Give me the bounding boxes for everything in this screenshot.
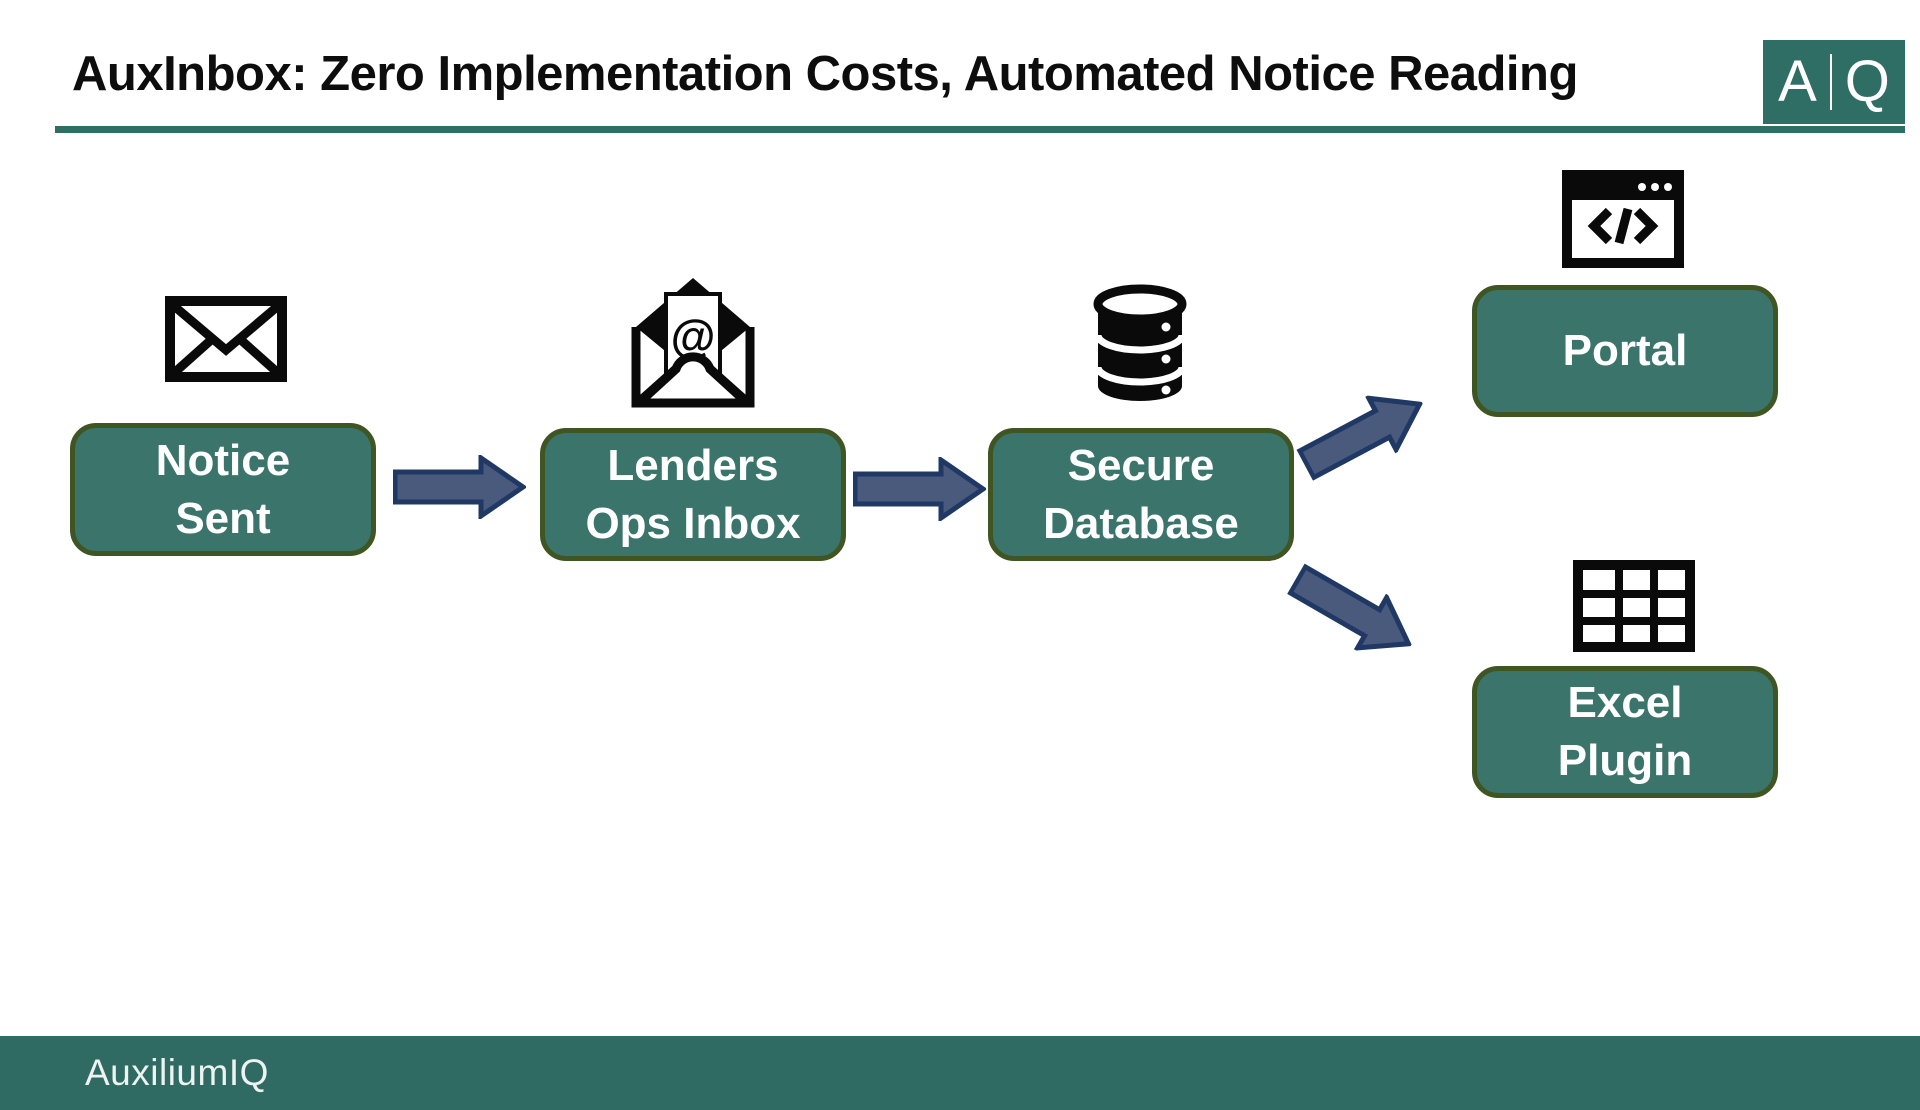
node-label-line: Database [1043, 498, 1239, 548]
node-label-line: Secure [1067, 440, 1215, 490]
node-label-line: Sent [175, 493, 271, 543]
flow-node-lenders-ops-inbox: Lenders Ops Inbox [540, 428, 846, 561]
logo-divider [1829, 54, 1832, 110]
flow-node-excel-plugin: Excel Plugin [1472, 666, 1778, 798]
spreadsheet-grid-icon [1573, 560, 1695, 652]
node-label-line: Plugin [1557, 736, 1693, 785]
flow-node-portal: Portal [1472, 285, 1778, 417]
database-icon [1093, 284, 1187, 401]
title-underline [55, 126, 1905, 133]
node-label-line: Notice [155, 435, 291, 485]
node-label-line: Ops Inbox [585, 498, 801, 548]
arrow-notice-to-lenders [393, 455, 526, 519]
envelope-icon [165, 296, 287, 382]
logo-letter-a: A [1778, 49, 1817, 114]
flow-node-notice-sent: Notice Sent [70, 423, 376, 556]
footer-bar: AuxiliumIQ [0, 1036, 1920, 1110]
footer-brand: AuxiliumIQ [85, 1052, 269, 1093]
node-label-line: Excel [1567, 678, 1683, 727]
arrow-lenders-to-database [853, 457, 986, 521]
arrow-database-to-portal [1296, 395, 1424, 481]
logo-letter-q: Q [1844, 49, 1890, 114]
code-window-icon [1562, 170, 1684, 268]
node-label-line: Portal [1562, 326, 1688, 375]
page-title: AuxInbox: Zero Implementation Costs, Aut… [72, 47, 1578, 101]
arrow-database-to-excel [1286, 563, 1413, 651]
node-label-line: Lenders [607, 440, 779, 490]
open-envelope-at-icon: @ [631, 278, 755, 408]
aq-logo: A Q [1763, 40, 1905, 124]
flow-node-secure-database: Secure Database [988, 428, 1294, 561]
